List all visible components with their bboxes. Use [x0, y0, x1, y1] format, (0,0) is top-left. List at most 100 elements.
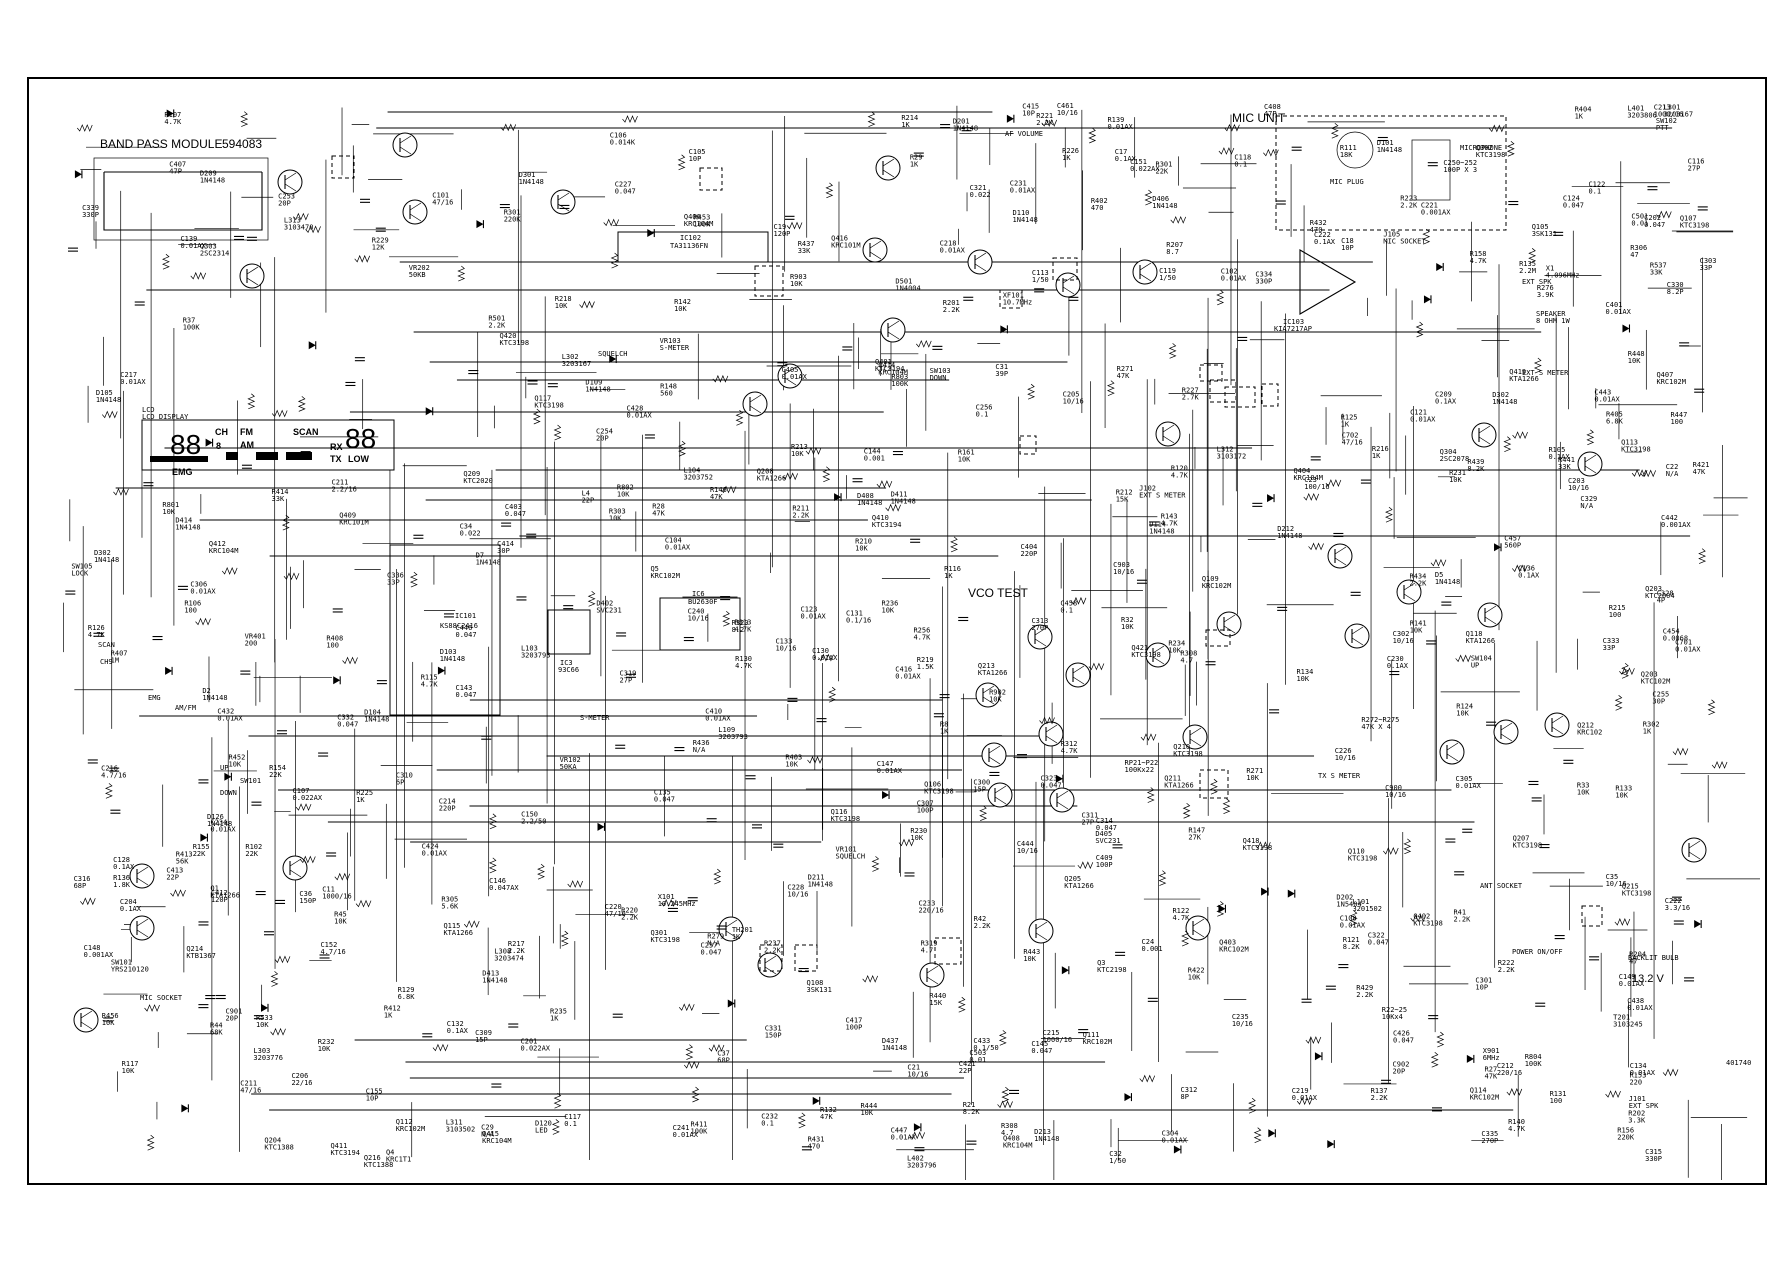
resistor [247, 393, 256, 410]
component-label: R434 [1409, 573, 1426, 581]
component-label: R276 [1537, 284, 1554, 292]
transistor-lead [869, 240, 882, 249]
backlit-label: BACKLIT BULB [1628, 954, 1679, 962]
component-value: SVC231 [596, 607, 621, 615]
component-value: 10P [366, 1094, 379, 1102]
component-label: RP21~P22 [1125, 759, 1159, 767]
component-value: KRC104M [684, 220, 714, 228]
component-value: 2.2K [1400, 201, 1418, 209]
component-value: 33P [1700, 264, 1713, 272]
component-label: C113 [1032, 269, 1049, 277]
resistor [1181, 930, 1190, 947]
component-value: 0.01AX [895, 673, 921, 681]
resistor [909, 1131, 926, 1140]
component-label: C143 [455, 684, 472, 692]
component-label: C101 [432, 192, 449, 200]
component-label: Q207 [1513, 834, 1530, 842]
component-label: Q112 [396, 1118, 413, 1126]
component-label: Q211 [1164, 774, 1181, 782]
component-value: KRC101M [831, 241, 861, 249]
component-label: R440 [929, 992, 946, 1000]
component-label: Q114 [1470, 1086, 1487, 1094]
component-value: 10K [1615, 792, 1628, 800]
component-label: C458 [1060, 599, 1077, 607]
component-value: 0.047 [1393, 1036, 1414, 1044]
component-label: R33 [1577, 781, 1590, 789]
component-value: 10/16 [1568, 484, 1589, 492]
transistor-lead [1162, 424, 1175, 433]
component-value: 1N4148 [207, 820, 232, 828]
component-value: 3103470 [284, 224, 314, 232]
transistor-lead [1062, 286, 1075, 295]
component-label: C414 [497, 540, 514, 548]
component-value: 0.01AX [1107, 123, 1133, 131]
component-label: Q4 [386, 1149, 394, 1157]
component-value: KTC3198 [1348, 854, 1378, 862]
component-value: 47P [1264, 110, 1277, 118]
transistor-lead [749, 405, 762, 414]
transistor [777, 363, 803, 389]
component-label: C107 [293, 787, 310, 795]
component-label: C219 [1292, 1087, 1309, 1095]
component-value: KRC1T1 [386, 1156, 411, 1164]
component-value: 3203474 [494, 954, 524, 962]
transistor-lead [1484, 605, 1497, 614]
component-label: C336 [387, 571, 404, 579]
resistor [190, 271, 207, 280]
component-value: 3103502 [446, 1126, 476, 1134]
transistor-lead [1162, 435, 1175, 444]
component-value: 0.022 [460, 529, 481, 537]
component-label: C331 [765, 1024, 782, 1032]
component-label: D2 [202, 687, 210, 695]
resistor [683, 1061, 700, 1069]
component-label: D402 [596, 600, 613, 608]
component-label: R232 [318, 1038, 335, 1046]
component-value: 2.2K [1498, 966, 1516, 974]
component-label: C410 [705, 707, 722, 715]
mic-plug-label: MIC PLUG [1330, 178, 1364, 186]
transistor-lead [749, 394, 762, 403]
resistor [195, 617, 211, 626]
component-value: 1000/16 [322, 892, 352, 900]
component-label: R441 [1558, 456, 1575, 464]
resistor [603, 218, 620, 227]
component-label: D437 [882, 1037, 899, 1045]
component-label: SW104 [1471, 655, 1492, 663]
component-value: 1K [901, 121, 910, 129]
resistor [1027, 383, 1036, 400]
ic102-ref: IC102 [680, 234, 701, 242]
component-value: 39P [995, 370, 1008, 378]
component-label: C444 [1017, 840, 1034, 848]
component-value: 0.01AX [705, 714, 731, 722]
component-label: C461 [1057, 102, 1074, 110]
component-label: Q212 [1577, 722, 1594, 730]
component-label: C150 [521, 811, 538, 819]
component-value: 10P [689, 155, 702, 163]
component-value: 1N4148 [482, 977, 507, 985]
transistor-lead [988, 756, 1001, 765]
resistor [1512, 431, 1528, 440]
component-value: 10K [334, 918, 347, 926]
component-value: 10K [674, 305, 687, 313]
transistor-lead [1351, 637, 1364, 646]
component-label: C118 [1234, 154, 1251, 162]
component-label: R452 [228, 753, 245, 761]
component-value: 0.01AX [1606, 308, 1632, 316]
transistor-lead [1192, 929, 1205, 938]
component-value: 10K [1023, 955, 1036, 963]
component-label: VR401 [245, 633, 266, 641]
mic-unit-title: MIC UNIT [1232, 111, 1286, 125]
component-label: XF101 [1003, 291, 1024, 299]
component-value: KTC3198 [1680, 222, 1710, 230]
coil-can [754, 265, 784, 297]
component-label: C328 [1657, 589, 1674, 597]
component-value: 5.6K [441, 903, 459, 911]
component-label: C319 [620, 670, 637, 678]
component-label: C232 [761, 1112, 778, 1120]
component-label: R141 [1410, 619, 1427, 627]
component-label: D302 [1492, 391, 1509, 399]
component-value: 560P [1504, 541, 1521, 549]
component-label: C334 [1255, 270, 1272, 278]
